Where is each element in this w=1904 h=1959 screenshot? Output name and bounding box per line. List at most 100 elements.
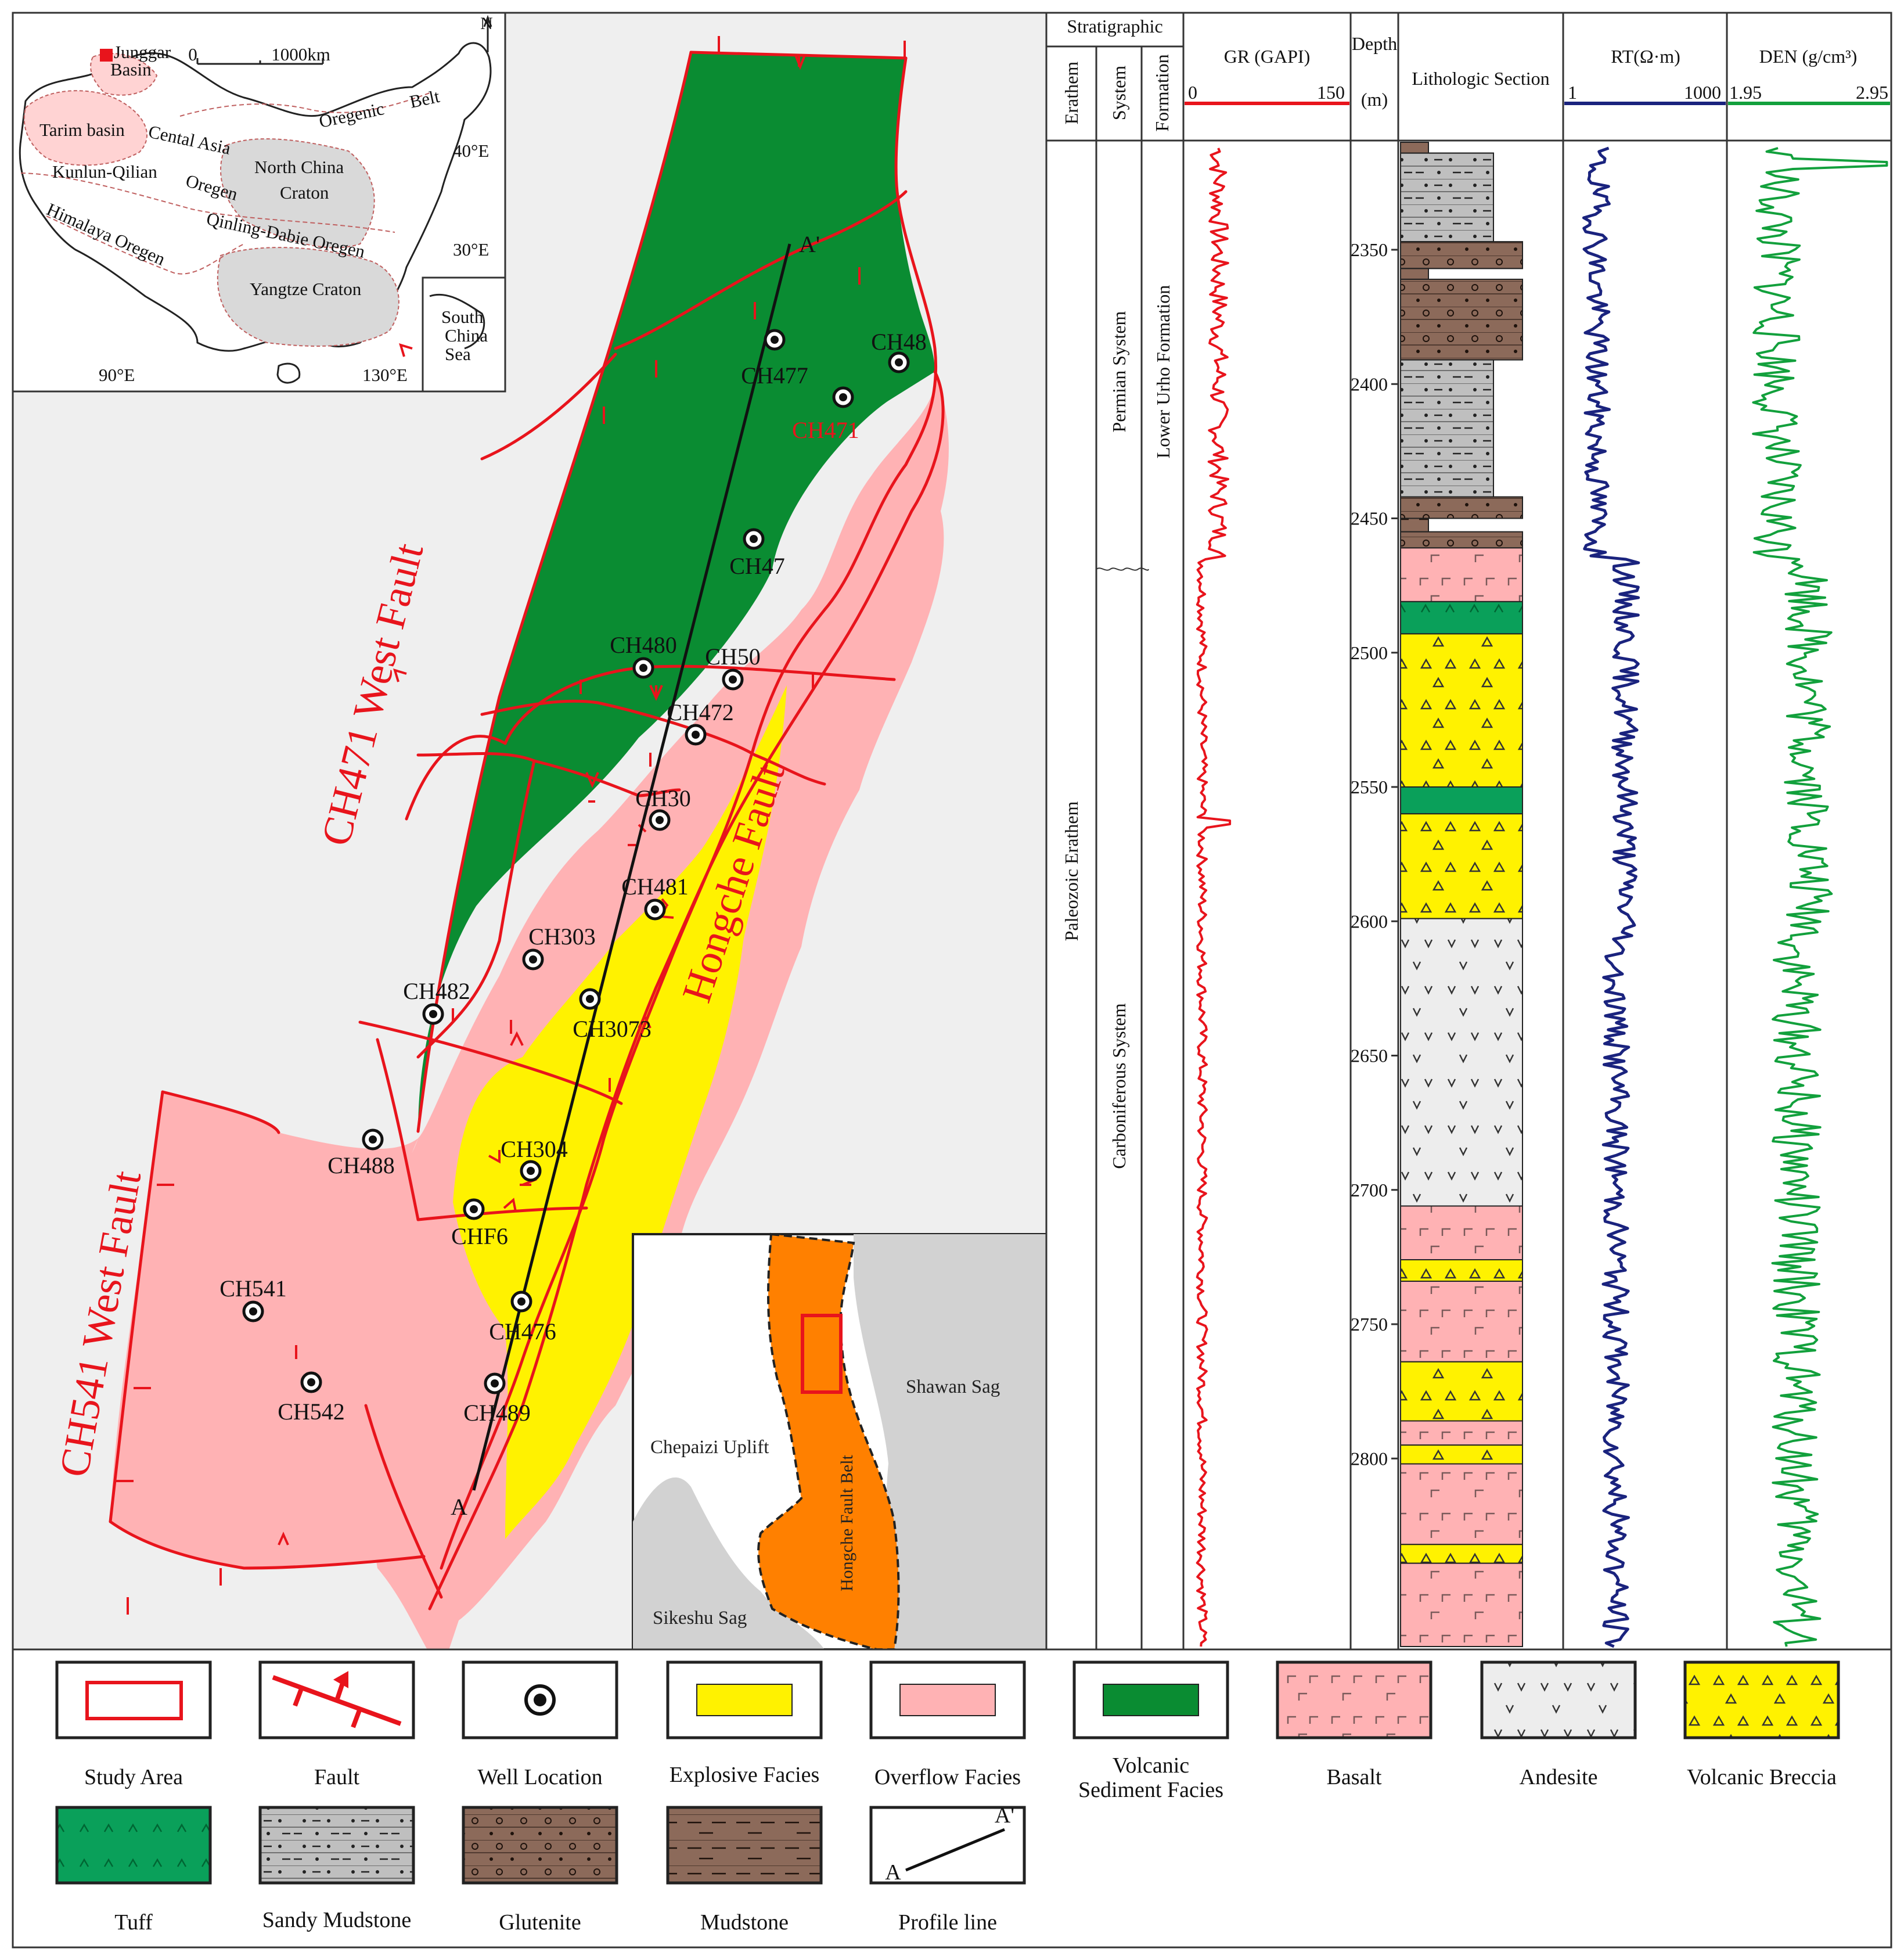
well-label: CH47 [729,553,785,579]
legend-well-symbol [524,1684,556,1716]
sea-label: Sea [445,344,471,364]
litho-layer-mudstone [1400,142,1429,154]
basin-label: Basin [110,59,152,80]
litho-layer-breccia [1400,1361,1523,1422]
den-curve [1752,147,1888,1647]
sikeshu-sag-label: Sikeshu Sag [653,1608,747,1629]
well-ch471: CH471 [792,386,859,443]
well-label: CH304 [501,1136,568,1162]
litho-layer-glutenite [1400,278,1523,361]
system-header: System [1108,66,1129,120]
fault-cross-3 [480,353,617,461]
junggar-label: Junggar [114,42,171,62]
south-label: South [441,307,484,327]
shawan-sag-area [854,1234,1046,1649]
legend-explosive-symbol [696,1684,793,1716]
yangtze-label: Yangtze Craton [250,279,362,299]
fault-ch541-north [161,1090,280,1134]
litho-layer-andesite [1400,918,1523,1207]
well-ch542: CH542 [278,1371,345,1425]
facies-map [110,52,949,1673]
tarim-label: Tarim basin [39,120,125,140]
gr-title: GR (GAPI) [1224,46,1310,67]
legend-basalt-label: Basalt [1327,1765,1382,1789]
north-arrow-label: N [480,14,493,33]
litho-layer-mudstone [1400,268,1429,280]
depth-tick-label: 2500 [1351,642,1388,663]
litho-layer-sandy-mudstone [1400,152,1494,243]
legend-box-sandy-mudstone [258,1806,415,1885]
litho-layer-glutenite [1400,241,1523,269]
depth-tick-label: 2800 [1351,1448,1388,1469]
legend-box-overflow [869,1660,1026,1739]
well-label: CH488 [327,1152,395,1178]
depth-tick-label: 2700 [1351,1180,1388,1200]
log-header-labels: Stratigraphic Erathem System Formation G… [1061,16,1888,1169]
legend-explosive-label: Explosive Facies [670,1763,820,1787]
legend-box-tuff [55,1806,212,1885]
well-chf6: CHF6 [451,1198,508,1249]
fault-ch541-west [109,1090,164,1523]
litho-layer-basalt [1400,547,1523,602]
den-min: 1.95 [1729,82,1762,103]
legend-glutenite-label: Glutenite [499,1910,581,1935]
litho-layer-tuff [1400,786,1523,815]
study-area-box [801,1314,843,1394]
legend-andesite-label: Andesite [1519,1765,1597,1789]
well-label: CH542 [278,1399,345,1425]
well-label: CH476 [489,1318,556,1345]
well-label: CH489 [463,1400,531,1426]
rt-curve [1582,146,1640,1648]
profile-a-label: A [451,1494,467,1520]
scale-zero-label: 0 [188,44,197,64]
den-title: DEN (g/cm³) [1759,46,1858,67]
stratigraphic-header: Stratigraphic [1067,16,1162,37]
profile-labels: A A' [451,231,820,1520]
location-inset [632,1232,1048,1651]
well-ch476: CH476 [489,1291,556,1345]
fault-cross-7 [416,759,536,1059]
erathem-value: Paleozoic Erathem [1061,801,1082,941]
legend-box-basalt [1276,1660,1433,1739]
formation-value: Lower Urho Formation [1153,285,1174,459]
legend [12,1648,1892,1949]
rt-max: 1000 [1684,82,1721,103]
lon-90-label: 90°E [99,365,135,385]
fault-ch471-west [416,51,693,1133]
well-label: CHF6 [451,1223,508,1249]
well-ch304: CH304 [501,1136,568,1182]
legend-volcanic-label: Volcanic [1113,1753,1189,1778]
well-ch48: CH48 [871,329,927,373]
permian-system-label: Permian System [1108,311,1129,432]
litho-layer-glutenite [1400,531,1523,549]
legend-fault-symbol [272,1671,402,1728]
well-ch482: CH482 [403,978,470,1025]
well-label: CH480 [610,632,677,658]
gr-max: 150 [1317,82,1345,103]
depth-unit: (m) [1361,89,1388,110]
erathem-header: Erathem [1061,62,1082,125]
well-ch50: CH50 [705,644,761,691]
well-ch489: CH489 [463,1372,531,1426]
legend-profile-a-prime-label: A' [995,1803,1014,1828]
depth-tick-label: 2350 [1351,239,1388,260]
legend-profile-a-label: A [885,1860,901,1885]
well-label: CH48 [871,329,927,355]
litho-layer-basalt [1400,1463,1523,1545]
log-curves [1196,146,1888,1648]
explosive-facies [453,685,787,1539]
craton-label: Craton [280,182,329,203]
well-ch30: CH30 [635,785,691,831]
litho-layer-basalt [1400,1281,1523,1363]
litho-layer-glutenite [1400,496,1523,519]
formation-header: Formation [1151,54,1172,131]
legend-volcanic-sediment-symbol [1103,1684,1199,1716]
legend-study-area-label: Study Area [84,1765,183,1789]
gr-min: 0 [1188,82,1197,103]
legend-box-andesite [1480,1660,1637,1739]
well-label: CH541 [219,1275,287,1302]
fault-belt-label: Hongche Fault Belt [837,1454,856,1591]
well-ch488: CH488 [327,1128,395,1178]
well-label: CH482 [403,978,470,1004]
